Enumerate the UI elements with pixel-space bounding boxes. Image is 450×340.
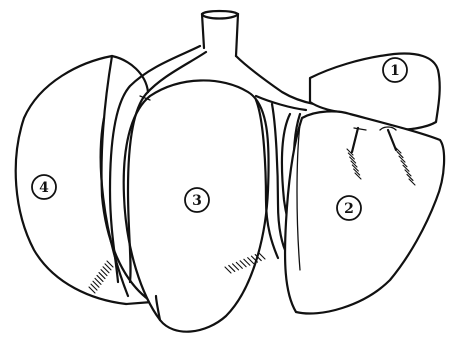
label-1-text: 1: [390, 63, 400, 79]
lobe-2: [285, 111, 444, 313]
label-2-text: 2: [344, 201, 354, 217]
label-4-text: 4: [39, 180, 49, 196]
label-2: 2: [337, 196, 361, 220]
label-4: 4: [32, 175, 56, 199]
label-1: 1: [383, 58, 407, 82]
label-3-text: 3: [192, 193, 202, 209]
label-3: 3: [185, 188, 209, 212]
hatch-stroke: [259, 253, 265, 259]
